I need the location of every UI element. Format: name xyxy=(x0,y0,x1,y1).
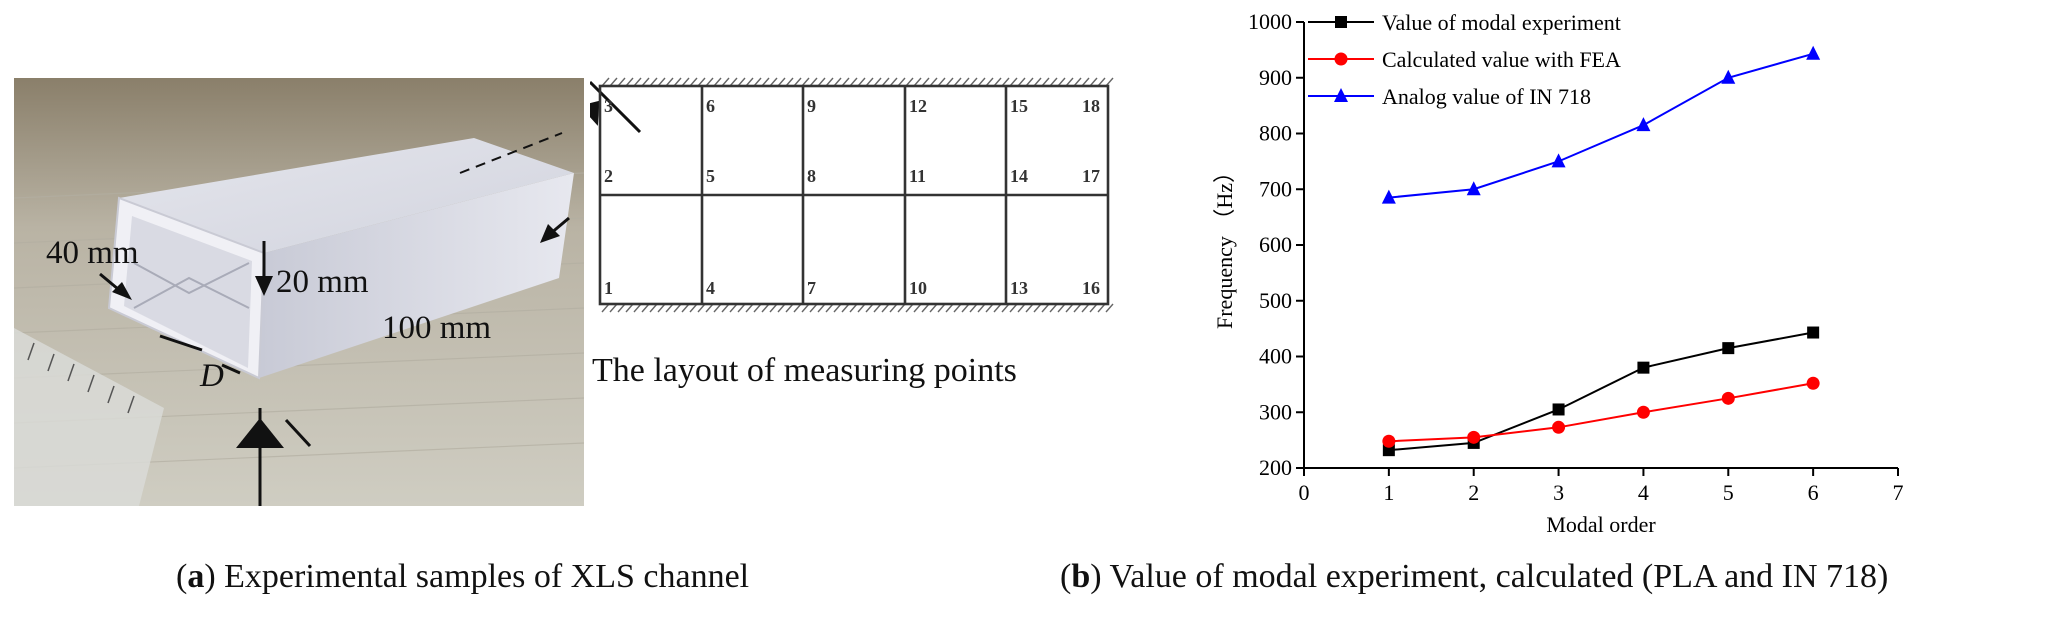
legend-entry: Analog value of IN 718 xyxy=(1308,84,1591,109)
measuring-point-label: 11 xyxy=(909,166,926,186)
series-line xyxy=(1388,382,1814,443)
data-point xyxy=(1637,361,1650,374)
caption-b: (b) Value of modal experiment, calculate… xyxy=(1060,558,1889,595)
data-point xyxy=(1552,420,1566,434)
data-point xyxy=(1467,430,1481,444)
legend-entry: Calculated value with FEA xyxy=(1308,47,1621,72)
series-3 xyxy=(1381,45,1821,204)
series-line xyxy=(1388,331,1814,452)
layout-grid-lines xyxy=(598,84,1110,306)
measuring-point-label: 10 xyxy=(909,278,927,298)
data-point xyxy=(1636,405,1650,419)
y-tick-label: 600 xyxy=(1259,232,1292,257)
x-tick-label: 4 xyxy=(1638,480,1649,505)
data-point xyxy=(1382,444,1395,457)
data-point xyxy=(1382,434,1396,448)
measuring-point-label: 9 xyxy=(807,96,816,116)
legend-label: Value of modal experiment xyxy=(1382,10,1621,35)
ruler xyxy=(14,328,164,506)
dim-height-label: 20 mm xyxy=(276,264,369,300)
measuring-point-label: 7 xyxy=(807,278,816,298)
box-top-face xyxy=(119,138,574,253)
layout-caption: The layout of measuring points xyxy=(592,352,1017,389)
measuring-point-label: 4 xyxy=(706,278,715,298)
data-point xyxy=(1722,342,1735,355)
box-inner-lattice xyxy=(133,262,250,309)
caption-a: (a) Experimental samples of XLS channel xyxy=(176,558,750,595)
y-axis-label: Frequency （Hz） xyxy=(1212,161,1237,329)
sample-photo: 40 mm 20 mm 100 mm D xyxy=(14,78,584,506)
y-tick-label: 400 xyxy=(1259,344,1292,369)
series-line xyxy=(1388,52,1814,199)
measuring-point-label: 12 xyxy=(909,96,927,116)
measuring-point-label: 13 xyxy=(1010,278,1028,298)
dim-length-label: 100 mm xyxy=(382,310,491,346)
data-point xyxy=(1552,403,1565,416)
y-tick-label: 300 xyxy=(1259,399,1292,424)
ruler-ticks xyxy=(27,342,135,414)
box-side-face xyxy=(259,173,574,378)
data-point xyxy=(1551,153,1566,168)
data-point xyxy=(1466,181,1481,196)
y-tick-label: 200 xyxy=(1259,455,1292,480)
measuring-point-label: 18 xyxy=(1082,96,1100,116)
data-point xyxy=(1721,69,1736,84)
series-1 xyxy=(1382,326,1820,457)
measuring-point-label: 8 xyxy=(807,166,816,186)
data-point xyxy=(1806,45,1821,60)
y-tick-label: 900 xyxy=(1259,65,1292,90)
x-tick-label: 5 xyxy=(1723,480,1734,505)
measuring-point-label: 2 xyxy=(604,166,613,186)
y-tick-label: 500 xyxy=(1259,288,1292,313)
x-tick-label: 3 xyxy=(1553,480,1564,505)
x-tick-label: 2 xyxy=(1468,480,1479,505)
measuring-point-label: 3 xyxy=(604,96,613,116)
measuring-point-label: 17 xyxy=(1082,166,1100,186)
measuring-point-label: 14 xyxy=(1010,166,1028,186)
measuring-point-label: 16 xyxy=(1082,278,1100,298)
data-point xyxy=(1381,189,1396,204)
x-axis-label: Modal order xyxy=(1546,512,1656,537)
data-point xyxy=(1807,326,1820,339)
measuring-point-label: 5 xyxy=(706,166,715,186)
caption-a-text: Experimental samples of XLS channel xyxy=(224,558,750,595)
y-tick-label: 800 xyxy=(1259,121,1292,146)
measuring-point-label: 6 xyxy=(706,96,715,116)
y-tick-label: 1000 xyxy=(1248,9,1292,34)
caption-a-label: a xyxy=(187,558,205,595)
x-tick-label: 7 xyxy=(1893,480,1904,505)
frequency-chart: 0 1 2 3 4 5 6 7 200 300 400 500 600 700 800 900 1000Moda… xyxy=(1212,9,1904,537)
x-tick-label: 0 xyxy=(1299,480,1310,505)
legend-entry: Value of modal experiment xyxy=(1308,10,1621,35)
legend-label: Calculated value with FEA xyxy=(1382,47,1621,72)
data-point xyxy=(1334,88,1348,102)
x-tick-label: 6 xyxy=(1808,480,1819,505)
caption-b-label: b xyxy=(1071,558,1091,595)
measuring-point-label: 15 xyxy=(1010,96,1028,116)
y-tick-label: 700 xyxy=(1259,176,1292,201)
data-point xyxy=(1806,376,1820,390)
dim-width-label: 40 mm xyxy=(46,235,139,271)
caption-b-text: Value of modal experiment, calculated (P… xyxy=(1109,558,1889,595)
data-point xyxy=(1721,391,1735,405)
data-point xyxy=(1636,117,1651,132)
data-point xyxy=(1334,52,1348,66)
legend-label: Analog value of IN 718 xyxy=(1382,84,1591,109)
measuring-point-label: 1 xyxy=(604,278,613,298)
data-point xyxy=(1335,16,1347,28)
series-2 xyxy=(1382,376,1820,448)
dim-d-label: D xyxy=(199,358,224,394)
x-tick-label: 1 xyxy=(1383,480,1394,505)
